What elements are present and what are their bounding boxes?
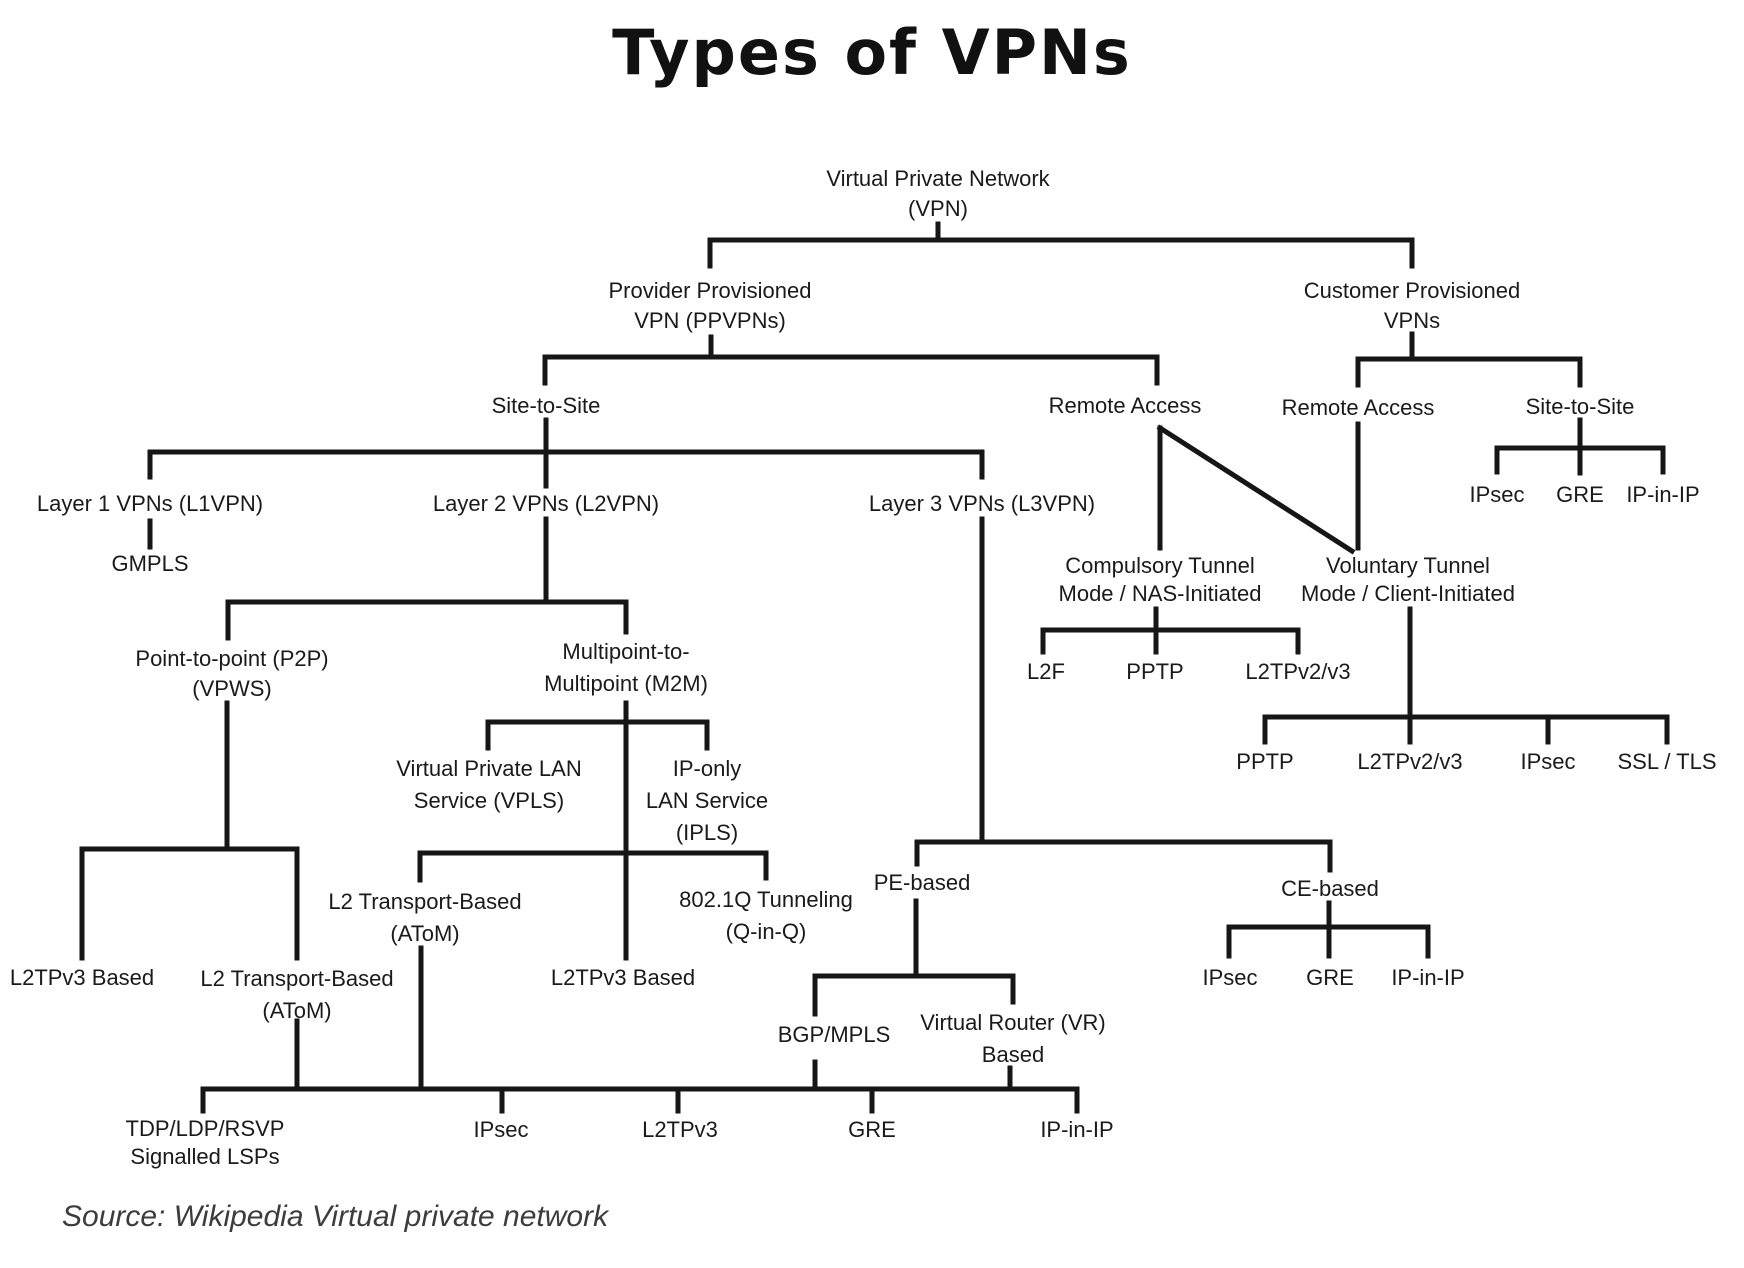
provider-connectors (542, 334, 1160, 386)
label-line: Virtual Private Network (826, 166, 1050, 191)
label-line: L2 Transport-Based (200, 966, 394, 991)
provider-site-to-site-connectors (147, 417, 985, 550)
node-compulsory-l2f: L2F (1027, 659, 1065, 684)
label-line: (AToM) (390, 921, 460, 946)
node-bottom-l2tpv3: L2TPv3 (642, 1117, 718, 1142)
node-bottom-ipsec: IPsec (473, 1117, 529, 1142)
label-line: Virtual Private LAN (396, 756, 582, 781)
node-8021q-tunneling: 802.1Q Tunneling (Q-in-Q) (679, 884, 853, 948)
label-line: Service (VPLS) (413, 788, 565, 813)
layer2-connectors (79, 516, 769, 1092)
label-line: Multipoint (M2M) (544, 671, 708, 696)
label-line: Signalled LSPs (130, 1144, 280, 1169)
label-line: Mode / Client-Initiated (1301, 581, 1515, 606)
node-ipls: IP-only LAN Service (IPLS) (646, 753, 768, 849)
node-customer-s2s-gre: GRE (1556, 482, 1604, 507)
label-line: VPN (PPVPNs) (634, 308, 786, 333)
label-line: Voluntary Tunnel (1326, 553, 1490, 578)
provider-remote-access-connectors (1040, 424, 1356, 655)
layer3-connectors (812, 516, 1431, 1092)
node-bottom-ip-in-ip: IP-in-IP (1040, 1117, 1114, 1142)
node-customer-s2s-ipsec: IPsec (1469, 482, 1525, 507)
label-line: L2 Transport-Based (328, 889, 522, 914)
node-bottom-gre: GRE (848, 1117, 896, 1142)
node-voluntary-ssl-tls: SSL / TLS (1617, 749, 1717, 774)
label-line: Compulsory Tunnel (1065, 553, 1255, 578)
node-ce-ip-in-ip: IP-in-IP (1391, 965, 1465, 990)
label-line: Provider Provisioned (608, 278, 812, 303)
node-customer-s2s-ip-in-ip: IP-in-IP (1626, 482, 1700, 507)
node-voluntary-l2tpv2v3: L2TPv2/v3 (1357, 749, 1463, 774)
node-customer-remote-access: Remote Access (1281, 395, 1435, 420)
label-line: Multipoint-to- (562, 639, 690, 664)
node-customer-site-to-site: Site-to-Site (1525, 394, 1635, 419)
node-voluntary-ipsec: IPsec (1520, 749, 1576, 774)
label-line: IP-only (672, 756, 742, 781)
label-line: (IPLS) (675, 820, 739, 845)
node-point-to-point: Point-to-point (P2P) (VPWS) (135, 644, 328, 704)
node-l2tpv3-based-mid: L2TPv3 Based (550, 965, 696, 990)
label-line: Point-to-point (P2P) (135, 646, 329, 671)
node-provider-remote-access: Remote Access (1048, 393, 1202, 418)
node-gmpls: GMPLS (111, 551, 189, 576)
label-line: TDP/LDP/RSVP (125, 1116, 285, 1141)
label-line: Customer Provisioned (1303, 278, 1521, 303)
diagram-title: Types of VPNs (612, 16, 1132, 89)
node-l2-transport-atom-upper: L2 Transport-Based (AToM) (328, 886, 521, 950)
node-ce-ipsec: IPsec (1202, 965, 1258, 990)
label-line: (VPWS) (192, 676, 272, 701)
label-line: VPNs (1383, 308, 1441, 333)
node-vpn-root: Virtual Private Network (VPN) (826, 164, 1049, 224)
source-note: Source: Wikipedia Virtual private networ… (62, 1200, 609, 1233)
node-layer1-vpn: Layer 1 VPNs (L1VPN) (36, 491, 264, 516)
label-line: LAN Service (645, 788, 769, 813)
node-compulsory-l2tpv2v3: L2TPv2/v3 (1245, 659, 1351, 684)
node-multipoint-to-multipoint: Multipoint-to- Multipoint (M2M) (544, 636, 708, 700)
node-vpls: Virtual Private LAN Service (VPLS) (396, 753, 581, 817)
node-l2-transport-atom-lower: L2 Transport-Based (AToM) (200, 963, 393, 1027)
label-line: Based (981, 1042, 1045, 1067)
node-compulsory-pptp: PPTP (1126, 659, 1184, 684)
node-layer3-vpn: Layer 3 VPNs (L3VPN) (868, 491, 1096, 516)
node-virtual-router-based: Virtual Router (VR) Based (920, 1007, 1105, 1071)
node-pe-based: PE-based (873, 870, 971, 895)
node-compulsory-tunnel: Compulsory Tunnel Mode / NAS-Initiated (1059, 552, 1262, 608)
root-connectors (707, 221, 1415, 269)
node-customer-provisioned: Customer Provisioned VPNs (1304, 276, 1520, 336)
node-bgp-mpls: BGP/MPLS (777, 1022, 891, 1047)
node-provider-site-to-site: Site-to-Site (491, 393, 601, 418)
node-l2tpv3-based-left: L2TPv3 Based (9, 965, 155, 990)
node-voluntary-pptp: PPTP (1236, 749, 1294, 774)
label-line: 802.1Q Tunneling (679, 887, 853, 912)
label-line: (VPN) (908, 196, 968, 221)
label-line: (AToM) (262, 998, 332, 1023)
node-voluntary-tunnel: Voluntary Tunnel Mode / Client-Initiated (1301, 552, 1515, 608)
customer-connectors (1262, 331, 1670, 745)
node-ce-based: CE-based (1281, 876, 1379, 901)
label-line: Mode / NAS-Initiated (1058, 581, 1262, 606)
node-ce-gre: GRE (1306, 965, 1354, 990)
label-line: Virtual Router (VR) (920, 1010, 1106, 1035)
bottom-protocol-connectors (200, 1086, 1080, 1114)
node-tdp-ldp-rsvp: TDP/LDP/RSVP Signalled LSPs (126, 1115, 285, 1171)
node-provider-provisioned: Provider Provisioned VPN (PPVPNs) (609, 276, 812, 336)
label-line: (Q-in-Q) (725, 919, 807, 944)
node-layer2-vpn: Layer 2 VPNs (L2VPN) (432, 491, 660, 516)
